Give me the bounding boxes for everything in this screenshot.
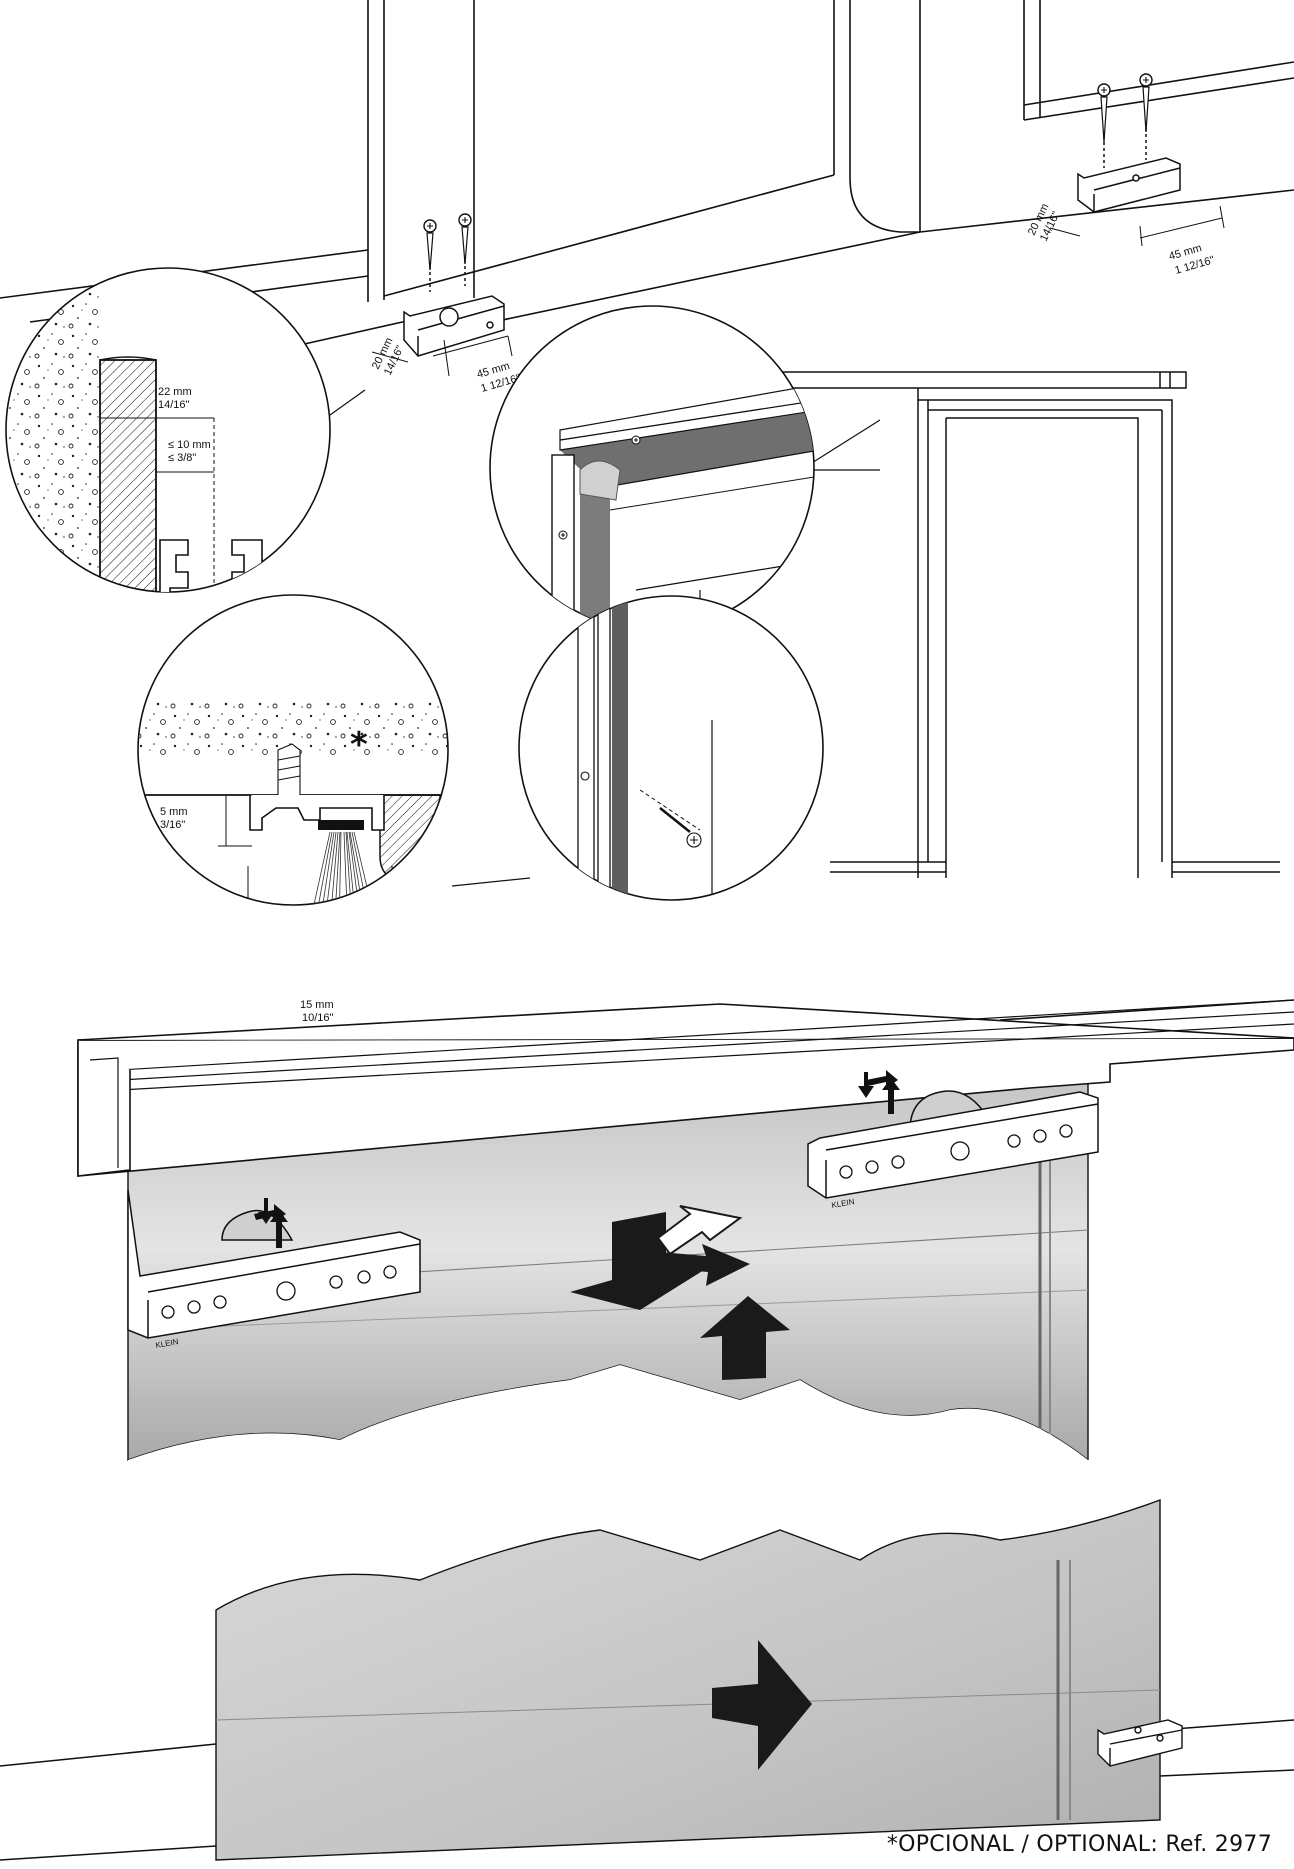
detail-circle-bottom-guide	[518, 595, 824, 901]
trolley-left-brand: KLEIN	[155, 1337, 180, 1350]
detail-circle-top-track	[489, 305, 815, 657]
lift-arrows-icon	[570, 1205, 790, 1380]
trolley-right-brand: KLEIN	[831, 1197, 856, 1210]
floor-guide-bracket-bottom	[1097, 1719, 1183, 1767]
leader-line	[451, 877, 531, 887]
tear-break	[128, 1365, 1160, 1600]
dim-brush-width-in: 10/16"	[302, 1012, 334, 1024]
dim-wall-clear-mm: ≤ 10 mm	[168, 439, 211, 451]
floor-guide-bracket-left	[403, 224, 505, 357]
dim-wall-gap-in: 14/16"	[158, 399, 190, 411]
adjust-arrow-icon	[254, 1070, 900, 1248]
slide-arrow-icon	[712, 1640, 812, 1770]
footnote-optional-reference: *OPCIONAL / OPTIONAL: Ref. 2977	[886, 1832, 1272, 1857]
dim-brush-width-mm: 15 mm	[300, 999, 334, 1011]
floor-guide-bracket-right	[1077, 98, 1181, 213]
glass-panel-lower	[215, 1498, 1161, 1861]
leader-line	[329, 389, 366, 416]
screw-icon	[423, 213, 472, 271]
detail-circle-brush-seal	[137, 594, 449, 906]
dim-brush-height-in: 3/16"	[160, 819, 185, 831]
dim-brush-height-mm: 5 mm	[160, 806, 188, 818]
optional-asterisk: *	[350, 725, 368, 765]
screw-icon	[1097, 73, 1153, 143]
dim-wall-gap-mm: 22 mm	[158, 386, 192, 398]
dimension-top-right	[1049, 205, 1225, 247]
trolley-right	[807, 1090, 1099, 1199]
dim-wall-clear-in: ≤ 3/8"	[168, 452, 196, 464]
screw-icon	[580, 771, 702, 848]
overhead-track	[77, 999, 1294, 1177]
dimension-top-left	[371, 335, 513, 377]
